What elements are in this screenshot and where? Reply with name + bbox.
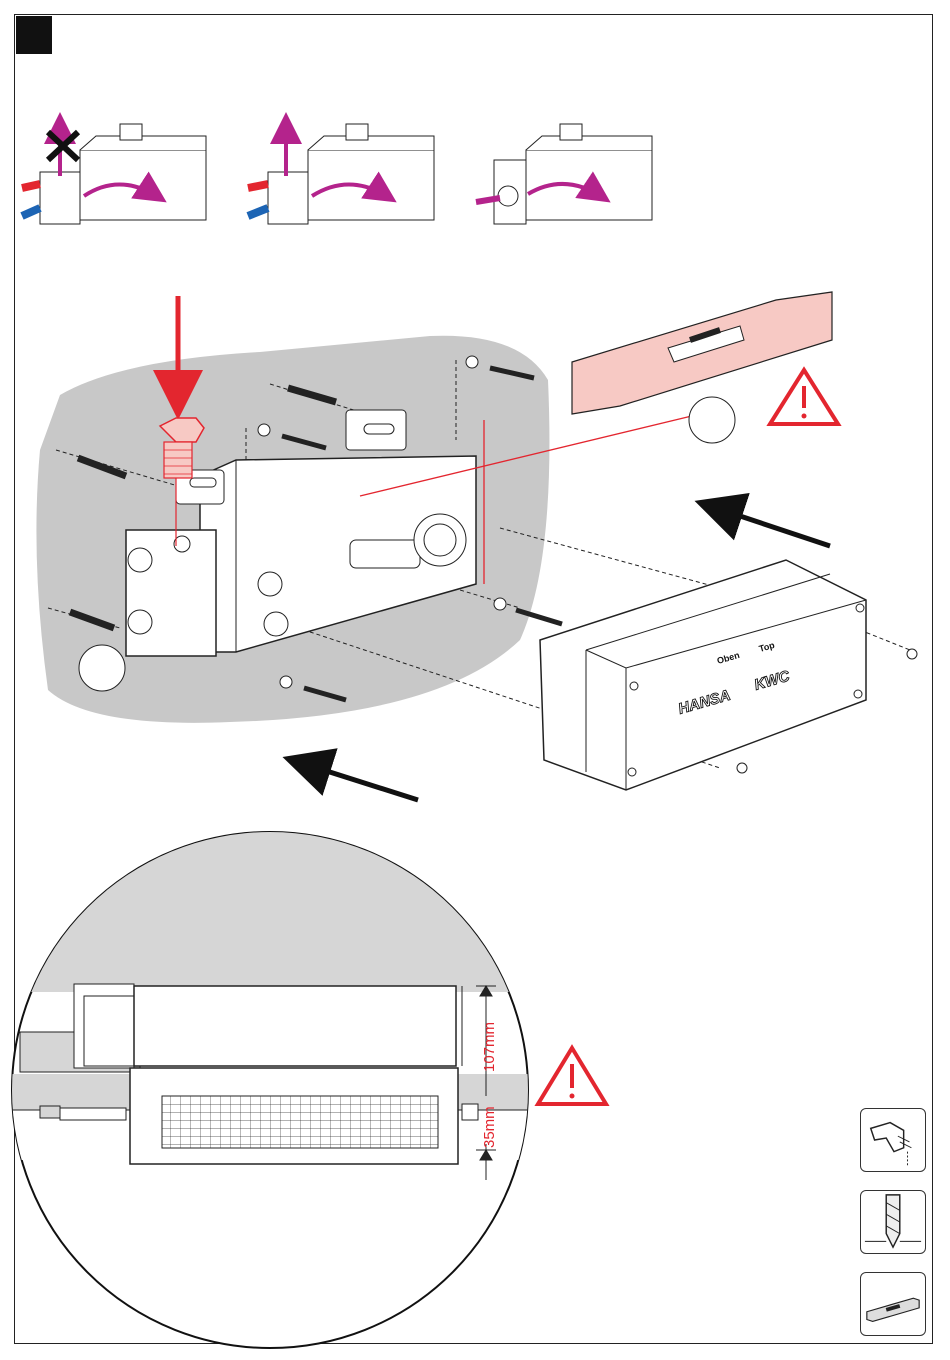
cover-box: Oben Top HANSA KWC [540, 560, 866, 790]
callout-circle-left [79, 645, 125, 691]
variant-3 [476, 124, 652, 224]
warning-icon [538, 1048, 606, 1104]
drill-bit-icon [860, 1190, 926, 1254]
cross-icon [48, 132, 78, 160]
drill-icon [860, 1108, 926, 1172]
dim-depth: 35mm [481, 1106, 498, 1148]
detail-view: 107mm 35mm [0, 832, 540, 1348]
variant-2 [248, 120, 434, 224]
variant-1 [22, 120, 206, 224]
spirit-level-icon [860, 1272, 926, 1336]
callout-circle-right [689, 397, 735, 443]
warning-icon [770, 370, 838, 424]
dim-height: 107mm [481, 1022, 498, 1072]
